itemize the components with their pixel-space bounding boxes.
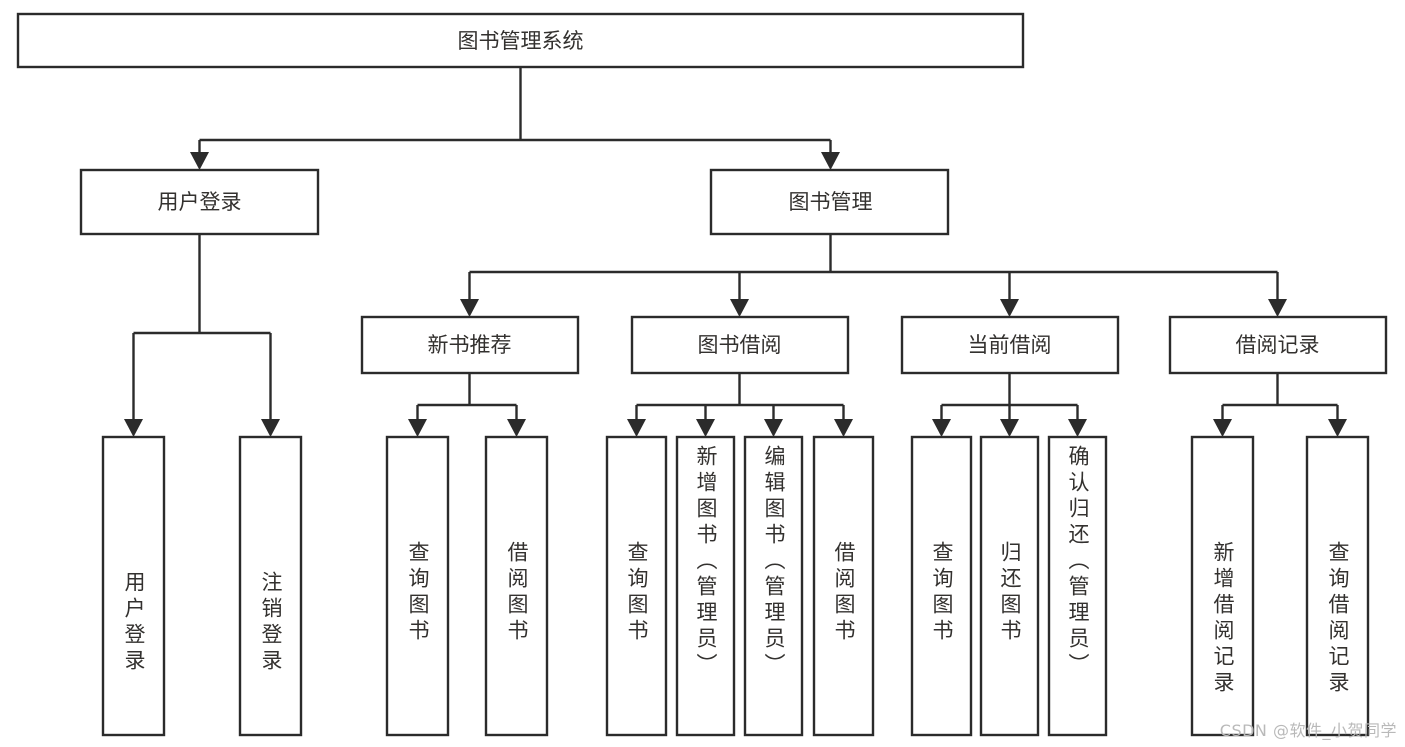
node-leaf-add-book-box[interactable] [675, 435, 736, 737]
arrow-head-current-borrow [1000, 299, 1019, 317]
node-leaf-query-record-box[interactable] [1305, 435, 1370, 737]
node-leaf-borrow-book-1-label: 借阅图书 [505, 541, 529, 645]
node-leaf-logout[interactable]: 注销登录 [240, 437, 301, 735]
node-user-login-label: 用户登录 [158, 190, 242, 214]
node-book-borrow[interactable]: 图书借阅 [630, 315, 850, 375]
node-new-book-recommend-label: 新书推荐 [428, 333, 512, 357]
node-book-management-label: 图书管理 [789, 190, 873, 214]
node-leaf-edit-book-box[interactable] [743, 435, 804, 737]
node-leaf-borrow-book-1[interactable]: 借阅图书 [486, 437, 547, 735]
node-leaf-query-book-1-label: 查询图书 [406, 541, 430, 645]
arrow-head-leaf-borrow-book-1 [507, 419, 526, 437]
arrow-head-leaf-borrow-book-2 [834, 419, 853, 437]
node-new-book-recommend[interactable]: 新书推荐 [360, 315, 580, 375]
node-leaf-query-book-2-box[interactable] [605, 435, 668, 737]
node-root-label: 图书管理系统 [458, 29, 584, 53]
csdn-watermark: CSDN @软件_小贺同学 [1219, 721, 1397, 740]
node-book-management-box[interactable] [709, 168, 950, 236]
node-leaf-logout-box[interactable] [238, 435, 303, 737]
node-leaf-query-record[interactable]: 查询借阅记录 [1307, 437, 1368, 735]
node-leaf-query-book-1-box[interactable] [385, 435, 450, 737]
node-leaf-borrow-book-1-box[interactable] [484, 435, 549, 737]
node-leaf-return-book-label: 归还图书 [998, 541, 1022, 645]
arrow-head-book-borrow [730, 299, 749, 317]
node-borrow-record-label: 借阅记录 [1236, 333, 1320, 357]
node-book-borrow-box[interactable] [630, 315, 850, 375]
node-current-borrow-label: 当前借阅 [968, 333, 1052, 357]
node-leaf-return-book[interactable]: 归还图书 [981, 437, 1038, 735]
node-leaf-confirm-return-box[interactable] [1047, 435, 1108, 737]
node-leaf-borrow-book-2[interactable]: 借阅图书 [814, 437, 873, 735]
node-root[interactable]: 图书管理系统 [16, 12, 1025, 69]
node-leaf-add-record-box[interactable] [1190, 435, 1255, 737]
arrow-head-leaf-query-book-2 [627, 419, 646, 437]
arrow-head-leaf-add-record [1213, 419, 1232, 437]
arrow-head-leaf-confirm-return [1068, 419, 1087, 437]
arrow-head-new-book-recommend [460, 299, 479, 317]
node-current-borrow-box[interactable] [900, 315, 1120, 375]
node-leaf-user-login[interactable]: 用户登录 [103, 437, 164, 735]
arrow-head-user-login [190, 152, 209, 170]
connector-layer [124, 67, 1347, 437]
node-leaf-user-login-box[interactable] [101, 435, 166, 737]
arrow-head-leaf-query-book-1 [408, 419, 427, 437]
arrow-head-book-management [821, 152, 840, 170]
node-leaf-query-book-3-label: 查询图书 [930, 541, 954, 645]
node-leaf-add-record-label: 新增借阅记录 [1211, 541, 1235, 697]
node-leaf-confirm-return-label: 确认归还（管理员） [1066, 445, 1090, 679]
arrow-head-leaf-edit-book [764, 419, 783, 437]
leaf-box-layer [101, 435, 1370, 737]
node-leaf-borrow-book-2-box[interactable] [812, 435, 875, 737]
arrow-head-borrow-record [1268, 299, 1287, 317]
node-user-login[interactable]: 用户登录 [79, 168, 320, 236]
node-leaf-add-book-label: 新增图书（管理员） [694, 445, 718, 679]
node-leaf-borrow-book-2-label: 借阅图书 [832, 541, 856, 645]
node-leaf-query-book-3-box[interactable] [910, 435, 973, 737]
node-leaf-confirm-return[interactable]: 确认归还（管理员） [1049, 437, 1106, 735]
node-leaf-add-book[interactable]: 新增图书（管理员） [677, 437, 734, 735]
arrow-head-leaf-user-login [124, 419, 143, 437]
node-new-book-recommend-box[interactable] [360, 315, 580, 375]
node-root-box[interactable] [16, 12, 1025, 69]
node-borrow-record-box[interactable] [1168, 315, 1388, 375]
node-leaf-add-record[interactable]: 新增借阅记录 [1192, 437, 1253, 735]
arrow-head-leaf-query-record [1328, 419, 1347, 437]
node-leaf-edit-book-label: 编辑图书（管理员） [762, 445, 786, 679]
arrow-head-leaf-query-book-3 [932, 419, 951, 437]
node-book-management[interactable]: 图书管理 [709, 168, 950, 236]
node-leaf-query-book-1[interactable]: 查询图书 [387, 437, 448, 735]
node-current-borrow[interactable]: 当前借阅 [900, 315, 1120, 375]
node-borrow-record[interactable]: 借阅记录 [1168, 315, 1388, 375]
node-leaf-query-record-label: 查询借阅记录 [1326, 541, 1350, 697]
node-book-borrow-label: 图书借阅 [698, 333, 782, 357]
arrow-head-leaf-return-book [1000, 419, 1019, 437]
node-leaf-user-login-label: 用户登录 [122, 571, 146, 675]
node-leaf-query-book-2-label: 查询图书 [625, 541, 649, 645]
node-leaf-query-book-2[interactable]: 查询图书 [607, 437, 666, 735]
node-leaf-logout-label: 注销登录 [259, 571, 283, 675]
arrow-head-leaf-add-book [696, 419, 715, 437]
arrow-head-leaf-logout [261, 419, 280, 437]
node-leaf-query-book-3[interactable]: 查询图书 [912, 437, 971, 735]
node-user-login-box[interactable] [79, 168, 320, 236]
node-leaf-return-book-box[interactable] [979, 435, 1040, 737]
node-leaf-edit-book[interactable]: 编辑图书（管理员） [745, 437, 802, 735]
